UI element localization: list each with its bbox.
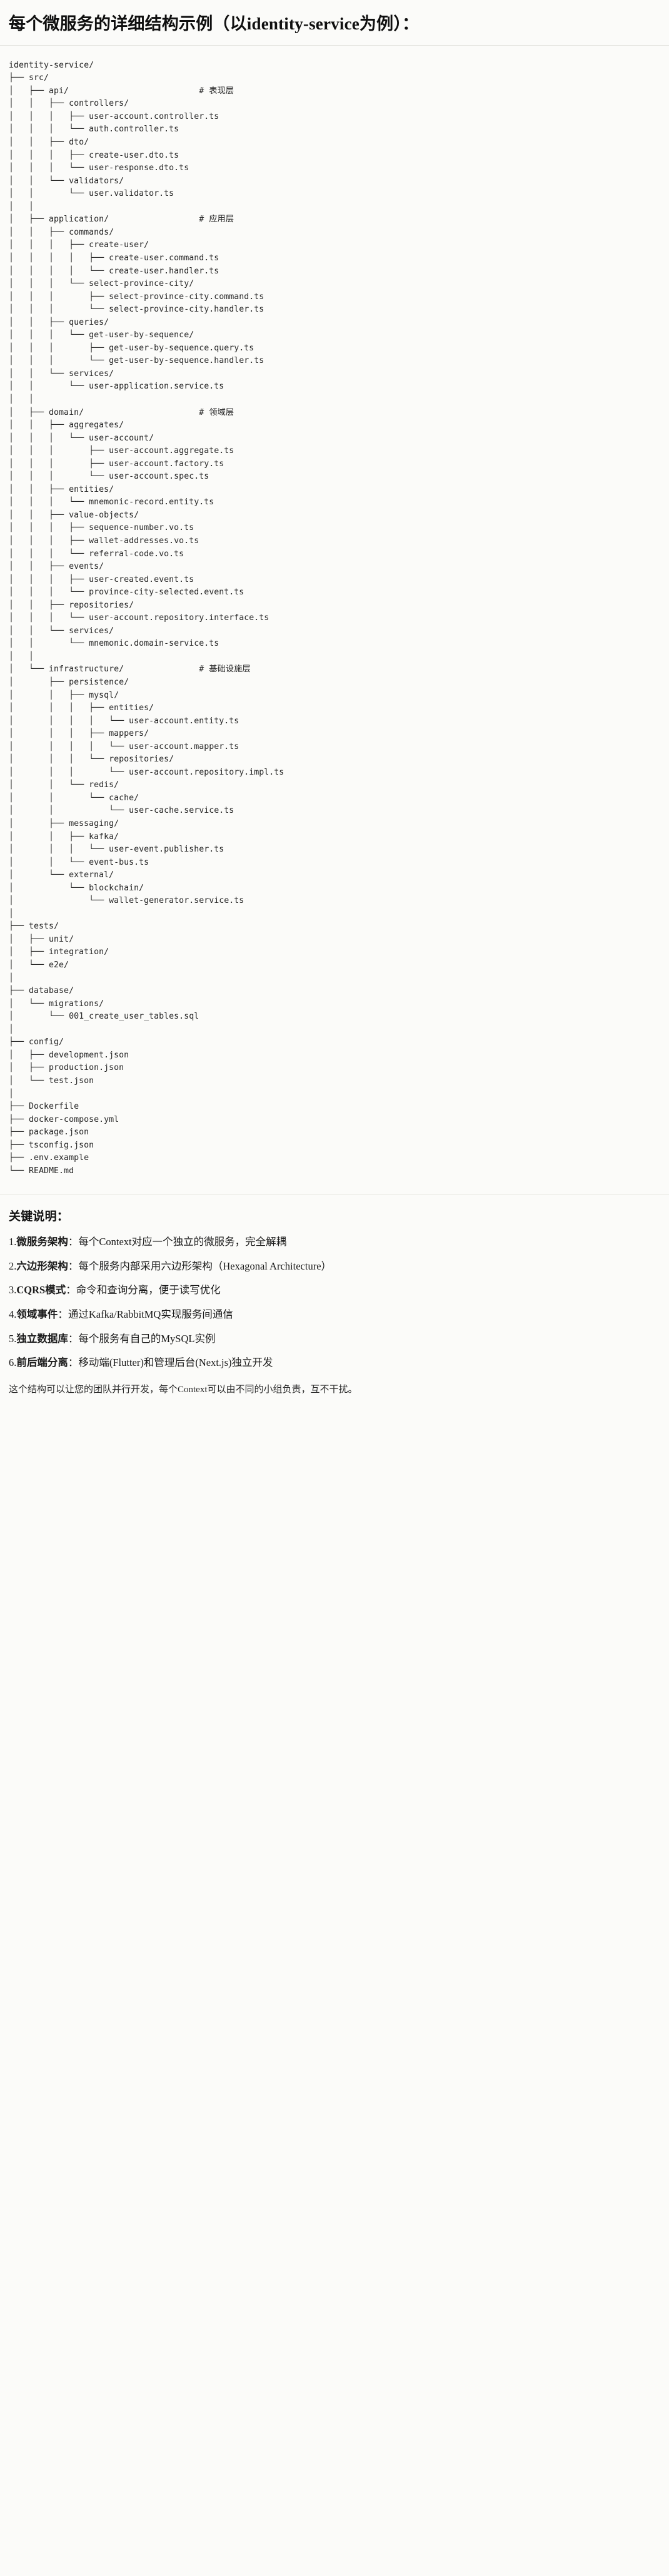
note-number: 1.	[9, 1236, 17, 1248]
note-description: ：命令和查询分离，便于读写优化	[66, 1284, 221, 1296]
note-number: 3.	[9, 1284, 17, 1296]
list-item: 1.微服务架构：每个Context对应一个独立的微服务，完全解耦	[9, 1234, 660, 1250]
note-description: ：每个服务有自己的MySQL实例	[68, 1332, 216, 1345]
key-notes-heading: 关键说明：	[9, 1210, 69, 1224]
note-term: 六边形架构	[16, 1260, 68, 1272]
note-number: 2.	[9, 1260, 17, 1272]
note-description: ：移动端(Flutter)和管理后台(Next.js)独立开发	[68, 1357, 273, 1369]
list-item: 3.CQRS模式：命令和查询分离，便于读写优化	[9, 1282, 660, 1298]
note-term: 微服务架构	[16, 1236, 68, 1248]
document-header: 每个微服务的详细结构示例（以identity-service为例）：	[0, 0, 669, 46]
note-number: 4.	[9, 1308, 17, 1321]
directory-tree: identity-service/ ├── src/ │ ├── api/ # …	[9, 60, 284, 1176]
list-item: 4.领域事件：通过Kafka/RabbitMQ实现服务间通信	[9, 1306, 660, 1323]
list-item: 2.六边形架构：每个服务内部采用六边形架构（Hexagonal Architec…	[9, 1258, 660, 1275]
note-description: ：每个服务内部采用六边形架构（Hexagonal Architecture）	[68, 1260, 332, 1272]
closing-paragraph: 这个结构可以让您的团队并行开发，每个Context可以由不同的小组负责，互不干扰…	[9, 1384, 358, 1395]
note-description: ：每个Context对应一个独立的微服务，完全解耦	[68, 1236, 287, 1248]
list-item: 6.前后端分离：移动端(Flutter)和管理后台(Next.js)独立开发	[9, 1355, 660, 1371]
key-notes-block: 关键说明： 1.微服务架构：每个Context对应一个独立的微服务，完全解耦 2…	[0, 1194, 669, 1412]
page-title: 每个微服务的详细结构示例（以identity-service为例）：	[9, 14, 420, 33]
note-term: CQRS模式	[16, 1284, 66, 1296]
note-term: 前后端分离	[16, 1357, 68, 1369]
note-term: 领域事件	[16, 1308, 58, 1321]
directory-tree-block: identity-service/ ├── src/ │ ├── api/ # …	[0, 45, 669, 1194]
key-notes-list: 1.微服务架构：每个Context对应一个独立的微服务，完全解耦 2.六边形架构…	[9, 1234, 660, 1370]
note-number: 5.	[9, 1332, 17, 1345]
note-term: 独立数据库	[16, 1332, 68, 1345]
list-item: 5.独立数据库：每个服务有自己的MySQL实例	[9, 1331, 660, 1347]
note-number: 6.	[9, 1357, 17, 1369]
note-description: ：通过Kafka/RabbitMQ实现服务间通信	[58, 1308, 233, 1321]
document-page: 每个微服务的详细结构示例（以identity-service为例）： ident…	[0, 0, 669, 1412]
